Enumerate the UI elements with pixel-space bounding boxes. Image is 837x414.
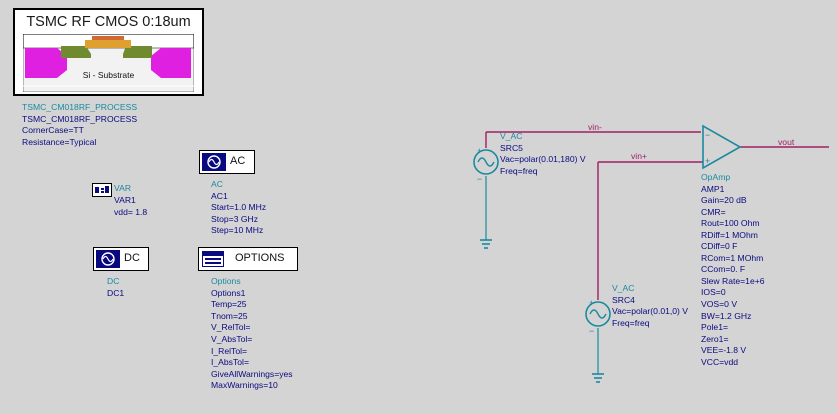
process-line-4: Resistance=Typical (22, 136, 97, 147)
dc-block-text: DC DC1 (107, 276, 124, 299)
amp-line-16: VEE=-1.8 V (701, 345, 747, 356)
process-line-3: CornerCase=TT (22, 125, 84, 136)
var-block[interactable] (92, 183, 112, 197)
var-equation-icon (95, 186, 109, 193)
amp-line-6: RDiff=1 MOhm (701, 229, 758, 240)
options-line-1: Options (211, 276, 241, 286)
ac-block-text: AC AC1 Start=1.0 MHz Stop=3 GHz Step=10 … (211, 179, 266, 237)
process-line-2: TSMC_CM018RF_PROCESS (22, 113, 138, 124)
src5-line-4: Freq=freq (500, 165, 538, 176)
var-block-text: VAR1 vdd= 1.8 (114, 195, 147, 218)
amp-line-9: CCom=0. F (701, 264, 746, 275)
var-name: VAR1 (114, 195, 136, 205)
src4-line-4: Freq=freq (612, 317, 650, 328)
amp-line-3: Gain=20 dB (701, 195, 747, 206)
options-line-5: V_RelTol= (211, 322, 251, 333)
cmos-cross-section-diagram (23, 34, 194, 92)
options-line-2: Options1 (211, 287, 246, 298)
src5-line-1: V_AC (500, 131, 523, 141)
src5-voltage-source[interactable]: + − (473, 146, 499, 184)
sine-wave-icon (207, 155, 221, 169)
amp-line-1: OpAmp (701, 172, 731, 182)
options-line-9: GiveAllWarnings=yes (211, 368, 293, 379)
options-button-label: OPTIONS (235, 252, 285, 264)
dc-line-1: DC (107, 276, 120, 286)
amp-line-5: Rout=100 Ohm (701, 218, 760, 229)
src4-line-2: SRC4 (612, 294, 635, 305)
src5-text: V_AC SRC5 Vac=polar(0.01,180) V Freq=fre… (500, 131, 586, 177)
svg-text:+: + (705, 156, 710, 166)
svg-text:+: + (477, 146, 482, 156)
options-block-text: Options Options1 Temp=25 Tnom=25 V_RelTo… (211, 276, 293, 392)
svg-text:−: − (589, 326, 594, 336)
options-controller[interactable]: OPTIONS (198, 247, 298, 271)
dc-button-label: DC (124, 252, 140, 264)
options-line-4: Tnom=25 (211, 310, 248, 321)
opamp-text: OpAmp AMP1 Gain=20 dB CMR= Rout=100 Ohm … (701, 172, 765, 368)
vout-label: vout (778, 137, 795, 147)
ac-controller[interactable]: AC (199, 150, 255, 174)
svg-text:+: + (589, 298, 594, 308)
vin-minus-label: vin- (588, 122, 602, 132)
options-line-3: Temp=25 (211, 299, 247, 310)
ac-line-4: Stop=3 GHz (211, 213, 259, 224)
src4-line-3: Vac=polar(0.01,0) V (612, 306, 689, 317)
ac-button-label: AC (230, 155, 246, 167)
options-line-10: MaxWarnings=10 (211, 380, 278, 391)
process-block-text: TSMC_CM018RF_PROCESS TSMC_CM018RF_PROCES… (22, 102, 137, 148)
amp-line-8: RCom=1 MOhm (701, 252, 764, 263)
substrate-label: Si - Substrate (82, 70, 135, 80)
sine-wave-icon (101, 252, 115, 266)
amp-line-15: Zero1= (701, 333, 729, 344)
src5-line-2: SRC5 (500, 142, 523, 153)
amp-line-12: VOS=0 V (701, 299, 738, 310)
src4-text: V_AC SRC4 Vac=polar(0.01,0) V Freq=freq (612, 283, 688, 329)
amp-line-14: Pole1= (701, 322, 728, 333)
src4-line-1: V_AC (612, 283, 635, 293)
var-icon-label: VAR (114, 183, 132, 193)
process-banner[interactable]: TSMC RF CMOS 0:18um Si - Substrate (13, 8, 204, 96)
dc-controller[interactable]: DC (93, 247, 149, 271)
amp-line-11: IOS=0 (701, 287, 726, 298)
amp-line-4: CMR= (701, 206, 726, 217)
process-line-1: TSMC_CM018RF_PROCESS (22, 102, 138, 112)
amp-line-10: Slew Rate=1e+6 (701, 275, 765, 286)
amp-line-7: CDiff=0 F (701, 241, 738, 252)
vin-plus-label: vin+ (631, 151, 648, 161)
ac-line-5: Step=10 MHz (211, 225, 264, 236)
options-line-7: I_RelTol= (211, 345, 248, 356)
ground-icon (592, 373, 604, 383)
ground-icon (480, 239, 492, 249)
options-line-8: I_AbsTol= (211, 357, 249, 368)
amp-line-2: AMP1 (701, 183, 725, 194)
opamp-symbol[interactable]: − + (702, 124, 742, 170)
var-param: vdd= 1.8 (114, 206, 148, 217)
ac-line-3: Start=1.0 MHz (211, 202, 267, 213)
src5-line-3: Vac=polar(0.01,180) V (500, 154, 586, 165)
options-window-icon (202, 251, 224, 267)
process-banner-title: TSMC RF CMOS 0:18um (26, 14, 191, 30)
amp-line-17: VCC=vdd (701, 356, 739, 367)
amp-line-13: BW=1.2 GHz (701, 310, 752, 321)
dc-line-2: DC1 (107, 287, 125, 298)
svg-text:−: − (477, 174, 482, 184)
svg-text:−: − (705, 130, 710, 140)
options-line-6: V_AbsTol= (211, 333, 253, 344)
ac-line-1: AC (211, 179, 223, 189)
ac-line-2: AC1 (211, 190, 228, 201)
src4-voltage-source[interactable]: + − (585, 298, 611, 336)
